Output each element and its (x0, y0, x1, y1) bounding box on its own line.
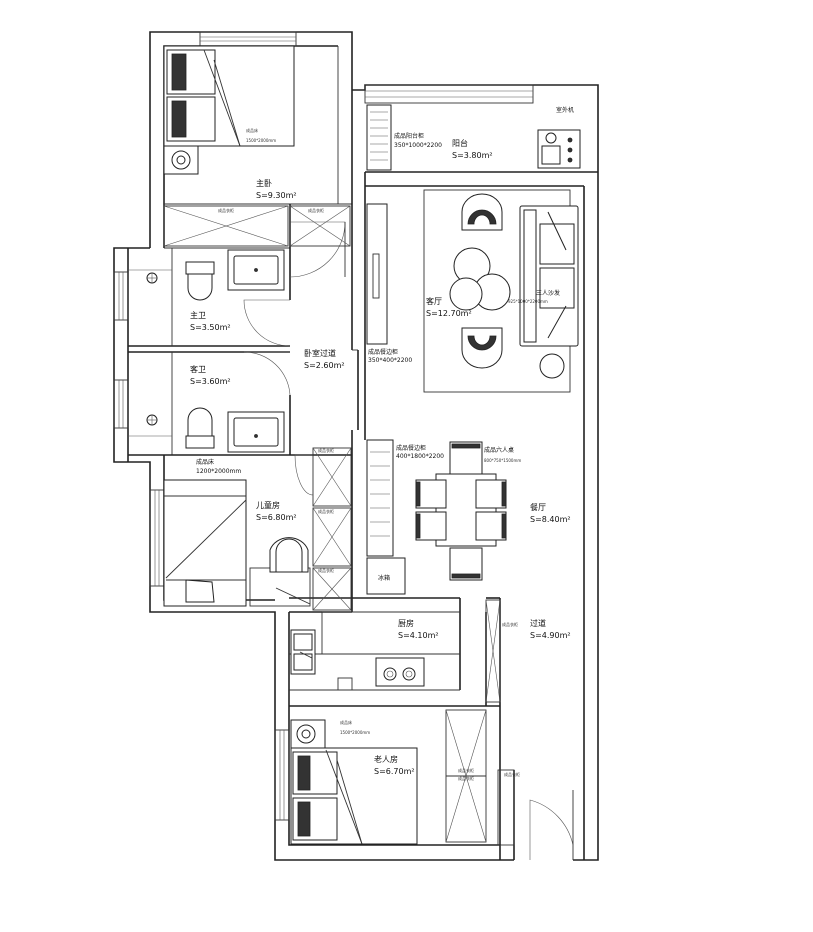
sofa-size: 925*1000*2200mm (508, 299, 548, 304)
master-bath-area: S=3.50m² (190, 323, 231, 332)
master-bed-size: 1500*2000mm (246, 138, 276, 143)
kitchen-area: S=4.10m² (398, 631, 439, 640)
dining-table-label: 成品六人桌 (484, 446, 514, 454)
kitchen-shaft (337, 677, 353, 691)
master-bedroom-bed (163, 45, 295, 147)
wardrobe-label-kids-a: 成品衣柜 (318, 447, 334, 453)
interior-walls (128, 46, 598, 845)
balcony-cabinet (366, 104, 392, 171)
outdoor-unit-label: 室外机 (556, 106, 574, 114)
elder-bed-size: 1500*2000mm (340, 730, 370, 735)
guest-bath-name: 客卫 (190, 364, 206, 374)
wardrobe-label-master-b: 成品衣柜 (308, 207, 324, 213)
coffee-table (449, 247, 511, 311)
corridor-area: S=4.90m² (530, 631, 571, 640)
dining-table-size: 800*750*1500mm (484, 458, 521, 463)
elder-side-table (290, 719, 326, 749)
washing-machine (537, 129, 581, 169)
wardrobe-label-elder-c: 成品衣柜 (504, 771, 520, 777)
stove (375, 657, 425, 687)
elder-room-area: S=6.70m² (374, 767, 415, 776)
corridor-name: 过道 (530, 618, 546, 628)
dining-cabinet (366, 439, 394, 557)
dining-cabinet-size: 400*1800*2200 (396, 453, 444, 460)
wardrobe-label-elder-a: 成品衣柜 (458, 767, 474, 773)
kids-bed-size: 1200*2000mm (196, 468, 241, 475)
dining-room-area: S=8.40m² (530, 515, 571, 524)
living-room-area: S=12.70m² (426, 309, 472, 318)
doors (243, 221, 574, 860)
fridge (366, 557, 406, 595)
fridge-label: 冰箱 (378, 574, 390, 582)
wardrobe-label-elder-b: 成品衣柜 (458, 775, 474, 781)
plant-pot (539, 353, 565, 379)
master-bath-fixtures (128, 249, 285, 301)
kids-wardrobe (312, 447, 352, 611)
bedroom-corridor-area: S=2.60m² (304, 361, 345, 370)
wardrobe-label-corridor: 成品衣柜 (502, 621, 518, 627)
elder-wardrobe (445, 709, 487, 843)
elder-room-name: 老人房 (374, 754, 398, 764)
armchair-top (461, 193, 503, 231)
sofa-label: 三人沙发 (536, 289, 560, 297)
kids-room-area: S=6.80m² (256, 513, 297, 522)
master-bath-name: 主卫 (190, 310, 206, 320)
master-bedroom-side-table (163, 145, 199, 175)
kids-bed-label: 成品床 (196, 458, 214, 466)
elder-bed (290, 747, 418, 845)
balcony-cabinet-size: 350*1000*2200 (394, 142, 442, 149)
wardrobe-label-master-a: 成品衣柜 (218, 207, 234, 213)
elder-bed-label: 成品床 (340, 719, 352, 725)
kitchen-sink (290, 629, 316, 675)
dining-room-name: 餐厅 (530, 503, 546, 512)
dining-table (415, 441, 507, 581)
kids-bed (163, 479, 247, 607)
armchair-bottom (461, 327, 503, 369)
wardrobe-label-kids-c: 成品衣柜 (318, 567, 334, 573)
tv-cabinet (366, 203, 388, 345)
master-bedroom-name: 主卧 (256, 178, 272, 188)
balcony-cabinet-label: 成品阳台柜 (394, 132, 424, 140)
dining-cabinet-label: 成品餐边柜 (396, 444, 426, 452)
kitchen-name: 厨房 (398, 618, 414, 628)
kids-room-name: 儿童房 (256, 500, 280, 510)
sofa (519, 205, 579, 347)
living-cabinet-label: 成品餐边柜 (368, 348, 398, 356)
balcony-area: S=3.80m² (452, 151, 493, 160)
bedroom-corridor-name: 卧室过道 (304, 348, 336, 358)
master-wardrobe (163, 205, 351, 247)
living-cabinet-size: 350*400*2200 (368, 357, 412, 364)
balcony-name: 阳台 (452, 138, 468, 148)
guest-bath-area: S=3.60m² (190, 377, 231, 386)
guest-bath-fixtures (128, 407, 285, 453)
wardrobe-label-kids-b: 成品衣柜 (318, 508, 334, 514)
kids-desk-chair (249, 537, 311, 607)
master-bedroom-area: S=9.30m² (256, 191, 297, 200)
living-room-name: 客厅 (426, 296, 442, 306)
corridor-wardrobe (485, 599, 501, 703)
master-bed-label: 成品床 (246, 127, 258, 133)
